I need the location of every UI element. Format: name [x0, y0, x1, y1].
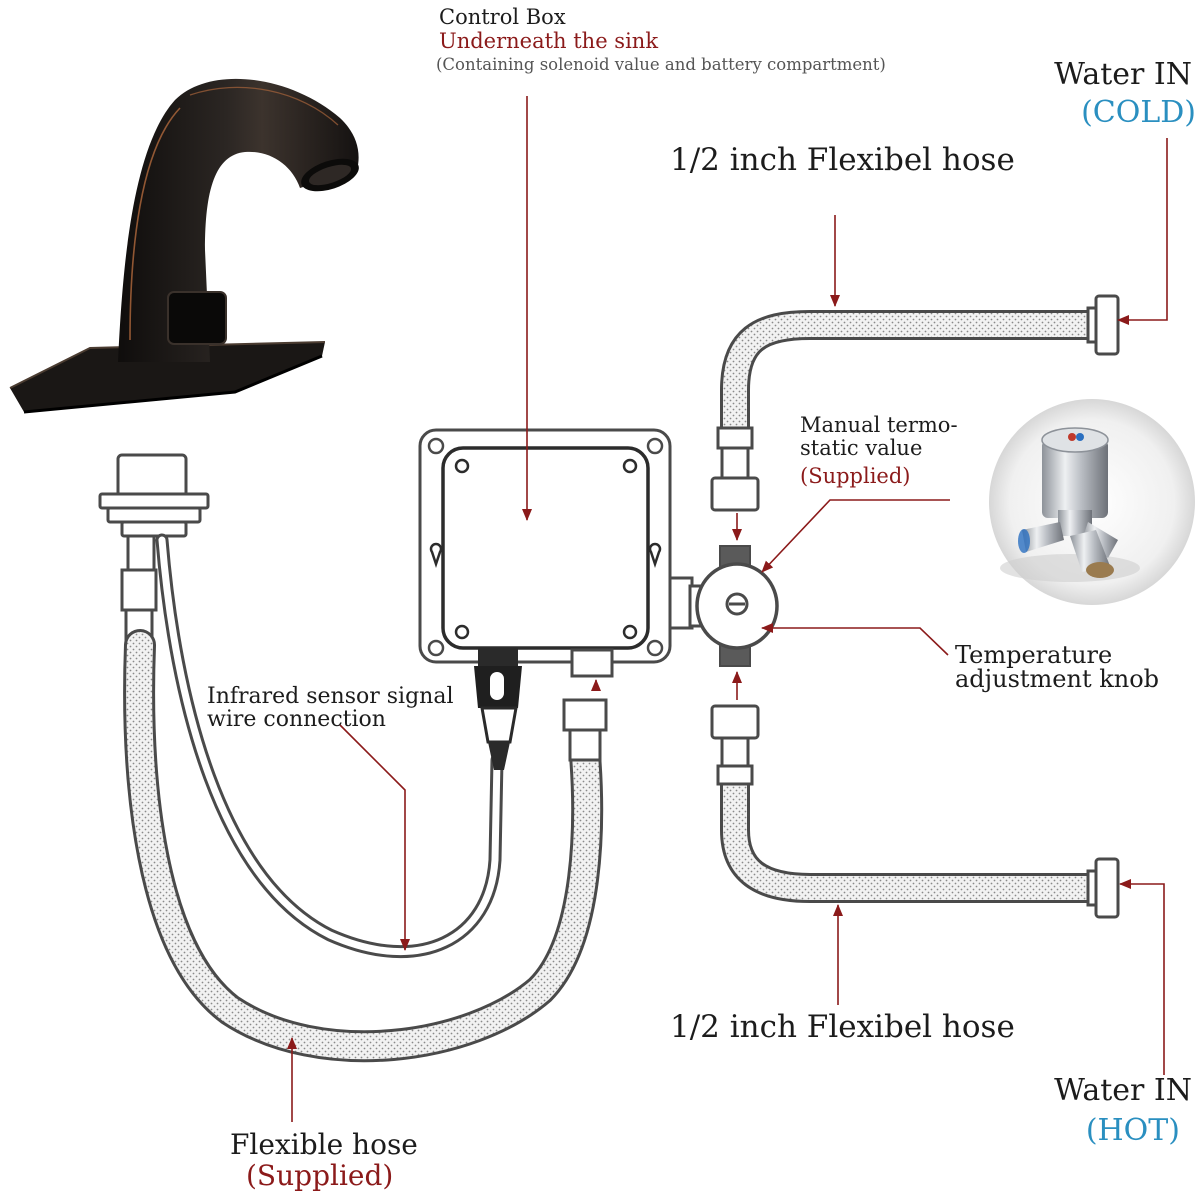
- sensor-housing: [98, 453, 210, 644]
- hot-label: (HOT): [1086, 1113, 1180, 1148]
- sensor-signal-wire: [155, 533, 504, 959]
- thermostatic-valve: [688, 545, 779, 667]
- sensor-label-line1: Infrared sensor signal: [207, 684, 454, 709]
- thermostatic-mixing-valve-icon: [989, 399, 1195, 605]
- valve-label-line1: Manual termo-: [800, 413, 958, 437]
- labels: Control Box Underneath the sink (Contain…: [207, 5, 1196, 1192]
- knob-label-line1: Temperature: [955, 641, 1112, 669]
- faucet-icon: [9, 78, 359, 414]
- annotation-lines: [287, 96, 1168, 1122]
- control-box: [418, 428, 694, 770]
- valve-supplied-label: (Supplied): [800, 464, 911, 488]
- water-in-hot-label: Water IN: [1054, 1073, 1192, 1108]
- control-box-location: Underneath the sink: [439, 29, 658, 53]
- water-in-cold-label: Water IN: [1054, 57, 1192, 92]
- knob-label-line2: adjustment knob: [955, 665, 1159, 693]
- flexible-hose-supplied-label: (Supplied): [246, 1159, 393, 1192]
- control-box-label: Control Box: [439, 5, 566, 29]
- cold-label: (COLD): [1081, 95, 1196, 130]
- hose-bottom-label: 1/2 inch Flexibel hose: [670, 1009, 1015, 1045]
- flexible-hose-label: Flexible hose: [230, 1128, 418, 1161]
- sensor-label-line2: wire connection: [207, 707, 386, 732]
- control-box-note: (Containing solenoid value and battery c…: [436, 55, 886, 74]
- valve-label-line2: static value: [800, 436, 922, 460]
- hot-water-hose: [710, 704, 1120, 919]
- cold-water-hose: [710, 294, 1120, 512]
- flexible-hose-supplied: [123, 629, 608, 1063]
- hose-top-label: 1/2 inch Flexibel hose: [670, 142, 1015, 178]
